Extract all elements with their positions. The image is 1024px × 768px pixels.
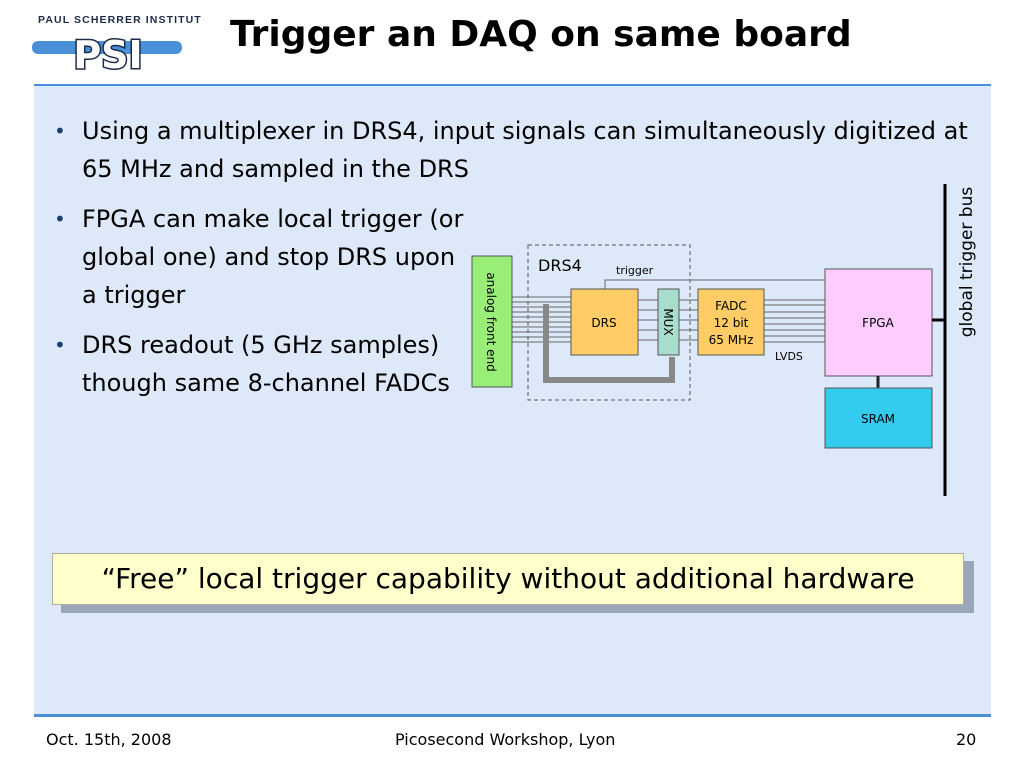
footer-divider xyxy=(34,714,991,717)
bullet-text: DRS readout (5 GHz samples) though same … xyxy=(82,331,450,397)
bullet-item: • Using a multiplexer in DRS4, input sign… xyxy=(50,112,982,188)
bullet-item: • DRS readout (5 GHz samples) though same… xyxy=(50,326,472,402)
callout-box: “Free” local trigger capability without … xyxy=(52,553,964,605)
footer-page-number: 20 xyxy=(956,730,977,749)
bullet-item: • FPGA can make local trigger (or global … xyxy=(50,200,472,314)
logo-institute-name: PAUL SCHERRER INSTITUT xyxy=(38,14,202,26)
slide-title: Trigger an DAQ on same board xyxy=(230,14,852,55)
bullet-dot-icon: • xyxy=(54,119,66,143)
bullet-text: Using a multiplexer in DRS4, input signa… xyxy=(82,117,968,183)
bullet-dot-icon: • xyxy=(54,333,66,357)
footer-date: Oct. 15th, 2008 xyxy=(46,730,172,749)
bullet-dot-icon: • xyxy=(54,207,66,231)
bullet-list: • Using a multiplexer in DRS4, input sign… xyxy=(50,112,982,414)
header-divider xyxy=(34,84,991,86)
psi-logo: PAUL SCHERRER INSTITUT PSI xyxy=(32,14,201,76)
bullet-text: FPGA can make local trigger (or global o… xyxy=(82,205,464,309)
logo-mark-text: PSI xyxy=(73,33,142,76)
psi-logo-mark: PSI xyxy=(32,32,182,76)
footer-event: Picosecond Workshop, Lyon xyxy=(395,730,616,749)
